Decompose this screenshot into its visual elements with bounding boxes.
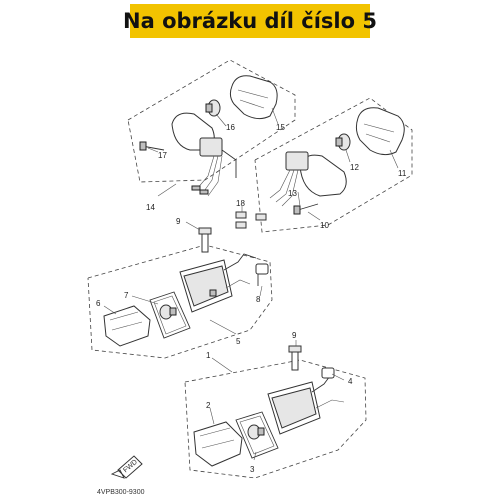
part-number-banner: Na obrázku díl číslo 5 bbox=[123, 4, 377, 38]
callout-16: 16 bbox=[226, 123, 235, 132]
callout-14: 14 bbox=[146, 203, 155, 212]
callout-17: 17 bbox=[158, 151, 167, 160]
bulb-3-part bbox=[247, 424, 265, 440]
callout-11: 11 bbox=[398, 169, 407, 178]
clip-18 bbox=[235, 211, 267, 229]
callout-13: 13 bbox=[288, 189, 297, 198]
callout-8: 8 bbox=[256, 295, 261, 304]
callout-9-upper: 9 bbox=[176, 217, 181, 226]
drawing-code: 4VPB300-9300 bbox=[97, 489, 145, 496]
bolt-9-upper bbox=[198, 227, 212, 253]
lens-6 bbox=[103, 305, 151, 347]
callout-4: 4 bbox=[348, 377, 353, 386]
fwd-arrow-icon: FWD bbox=[110, 455, 143, 479]
bulb-16 bbox=[205, 99, 221, 117]
bulb-12 bbox=[335, 133, 351, 151]
housing-10 bbox=[269, 151, 347, 207]
group-14-outline bbox=[127, 59, 296, 183]
group-5-outline bbox=[87, 244, 273, 359]
gasket-5 bbox=[149, 291, 191, 339]
callout-10: 10 bbox=[320, 221, 329, 230]
callout-18: 18 bbox=[236, 199, 245, 208]
group-10-outline bbox=[254, 97, 413, 233]
housing-5 bbox=[179, 253, 257, 313]
screw-13 bbox=[293, 203, 319, 215]
housing-14 bbox=[171, 112, 237, 197]
socket-8 bbox=[255, 263, 269, 286]
callout-2: 2 bbox=[206, 401, 211, 410]
callout-5: 5 bbox=[236, 337, 241, 346]
callout-3: 3 bbox=[250, 465, 255, 474]
gasket-3 bbox=[235, 411, 279, 459]
callout-12: 12 bbox=[350, 163, 359, 172]
lens-2 bbox=[193, 421, 243, 467]
housing-1 bbox=[267, 375, 345, 435]
callout-9-lower: 9 bbox=[292, 331, 297, 340]
banner-text: Na obrázku díl číslo 5 bbox=[123, 9, 377, 33]
lens-15 bbox=[229, 75, 278, 120]
callout-6: 6 bbox=[96, 299, 101, 308]
socket-4 bbox=[321, 367, 335, 379]
bulb-7 bbox=[159, 304, 177, 320]
callout-7: 7 bbox=[124, 291, 129, 300]
group-1-outline bbox=[184, 359, 367, 479]
bolt-9-lower bbox=[288, 345, 302, 371]
leader-lines bbox=[103, 107, 399, 461]
lens-11 bbox=[355, 107, 405, 156]
callout-labels: 14 15 16 17 11 12 13 18 10 9 8 7 6 5 9 4… bbox=[96, 123, 407, 474]
callout-15: 15 bbox=[276, 123, 285, 132]
screw-17 bbox=[139, 141, 165, 151]
callout-1: 1 bbox=[206, 351, 211, 360]
